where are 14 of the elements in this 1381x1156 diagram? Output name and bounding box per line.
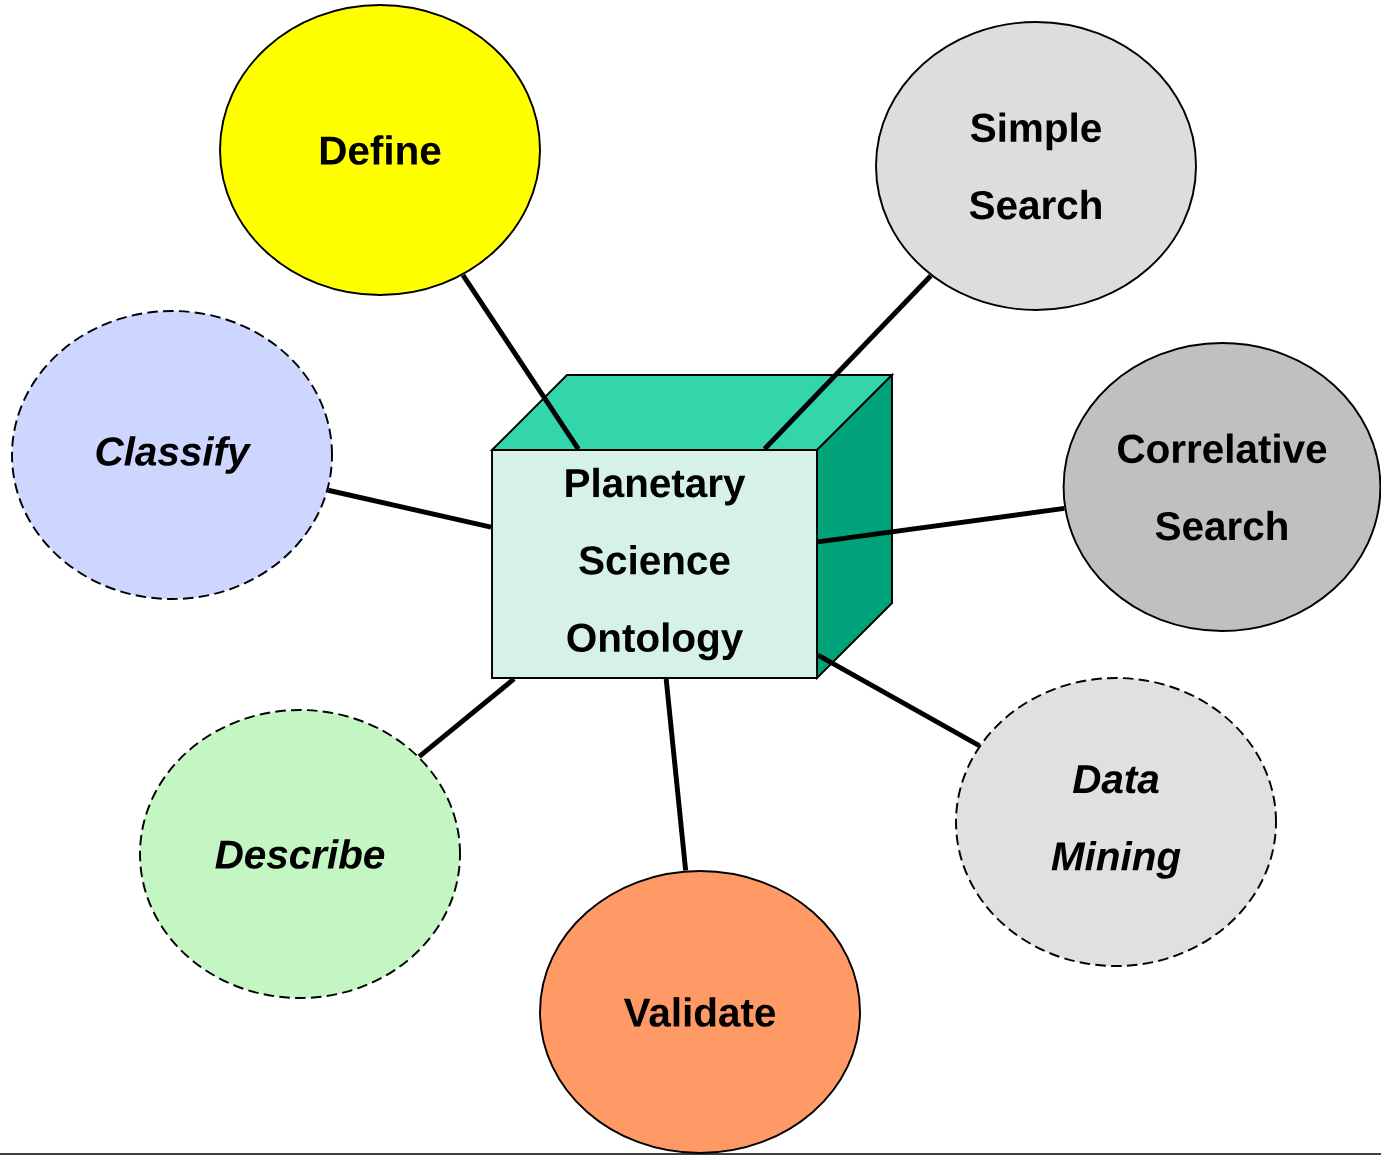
connector-line	[762, 274, 933, 451]
connector-line	[817, 505, 1065, 545]
ellipse-node: Simple Search	[875, 21, 1197, 311]
ellipse-node: Correlative Search	[1062, 342, 1381, 632]
connector-line	[417, 677, 516, 759]
connector-line	[327, 487, 492, 530]
ellipse-node: Define	[219, 4, 541, 296]
ellipse-node: Classify	[11, 310, 333, 600]
connector-line	[816, 653, 981, 748]
ellipse-node: Data Mining	[955, 677, 1277, 967]
ellipse-node: Validate	[539, 870, 861, 1154]
ellipse-node: Describe	[139, 709, 461, 999]
connector-line	[663, 678, 689, 871]
connector-line	[460, 273, 581, 451]
